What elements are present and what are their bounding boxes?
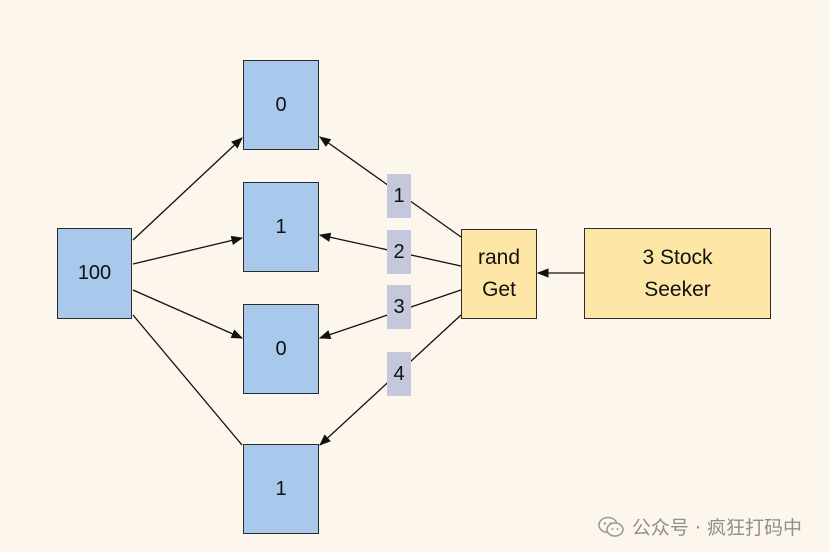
edge-label-4: 4 <box>387 352 411 396</box>
edge-source-to-bucket-1 <box>132 235 244 265</box>
edge-source-to-bucket-0 <box>132 137 243 241</box>
rand-get-node: rand Get <box>461 229 537 319</box>
edge-label-3: 3 <box>387 285 411 329</box>
stock-seeker-node: 3 Stock Seeker <box>584 228 771 319</box>
edge-source-to-bucket-3 <box>132 314 243 446</box>
wechat-icon <box>598 516 624 537</box>
bucket-node-0: 0 <box>243 60 319 150</box>
edge-label-1: 1 <box>387 174 411 218</box>
watermark-text: 公众号 · 疯狂打码中 <box>631 517 802 539</box>
source-node: 100 <box>57 228 132 319</box>
bucket-node-3: 1 <box>243 444 319 534</box>
watermark: 公众号 · 疯狂打码中 <box>598 513 802 540</box>
bucket-node-1: 1 <box>243 182 319 272</box>
edge-source-to-bucket-2 <box>132 289 244 339</box>
bucket-node-2: 0 <box>243 304 319 394</box>
edge-label-2: 2 <box>387 230 411 274</box>
